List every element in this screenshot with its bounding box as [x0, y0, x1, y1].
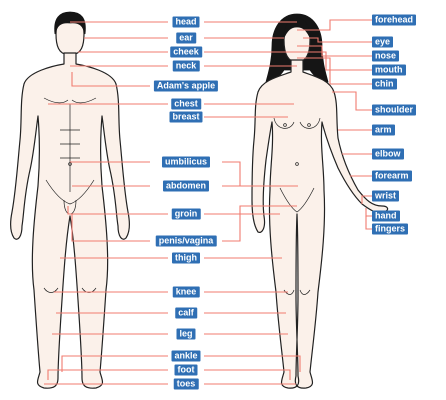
label-elbow: elbow: [372, 149, 404, 160]
label-forearm: forearm: [372, 171, 412, 182]
label-thigh: thigh: [172, 253, 200, 264]
leader-line: [204, 370, 290, 380]
label-eye: eye: [372, 37, 393, 48]
label-adams-apple: Adam's apple: [154, 81, 218, 92]
label-knee: knee: [173, 287, 200, 298]
label-calf: calf: [175, 308, 197, 319]
leader-line: [48, 370, 168, 380]
leader-line: [332, 92, 372, 110]
label-wrist: wrist: [372, 191, 399, 202]
label-neck: neck: [173, 61, 200, 72]
label-head: head: [172, 17, 199, 28]
label-nose: nose: [372, 51, 399, 62]
label-fingers: fingers: [372, 224, 408, 235]
label-breast: breast: [169, 112, 202, 123]
label-ankle: ankle: [171, 351, 200, 362]
label-toes: toes: [174, 379, 199, 390]
label-leg: leg: [176, 329, 195, 340]
label-shoulder: shoulder: [372, 105, 416, 116]
label-cheek: cheek: [170, 47, 202, 58]
label-ear: ear: [176, 33, 196, 44]
label-arm: arm: [372, 125, 395, 136]
label-chest: chest: [171, 99, 201, 110]
label-abdomen: abdomen: [163, 181, 209, 192]
male-figure: [11, 12, 130, 388]
label-mouth: mouth: [372, 65, 406, 76]
label-foot: foot: [175, 365, 198, 376]
label-penis-vagina: penis/vagina: [156, 236, 217, 247]
label-chin: chin: [372, 79, 397, 90]
label-umbilicus: umbilicus: [162, 157, 210, 168]
label-groin: groin: [172, 209, 201, 220]
label-hand: hand: [372, 211, 400, 222]
label-forehead: forehead: [372, 15, 416, 26]
